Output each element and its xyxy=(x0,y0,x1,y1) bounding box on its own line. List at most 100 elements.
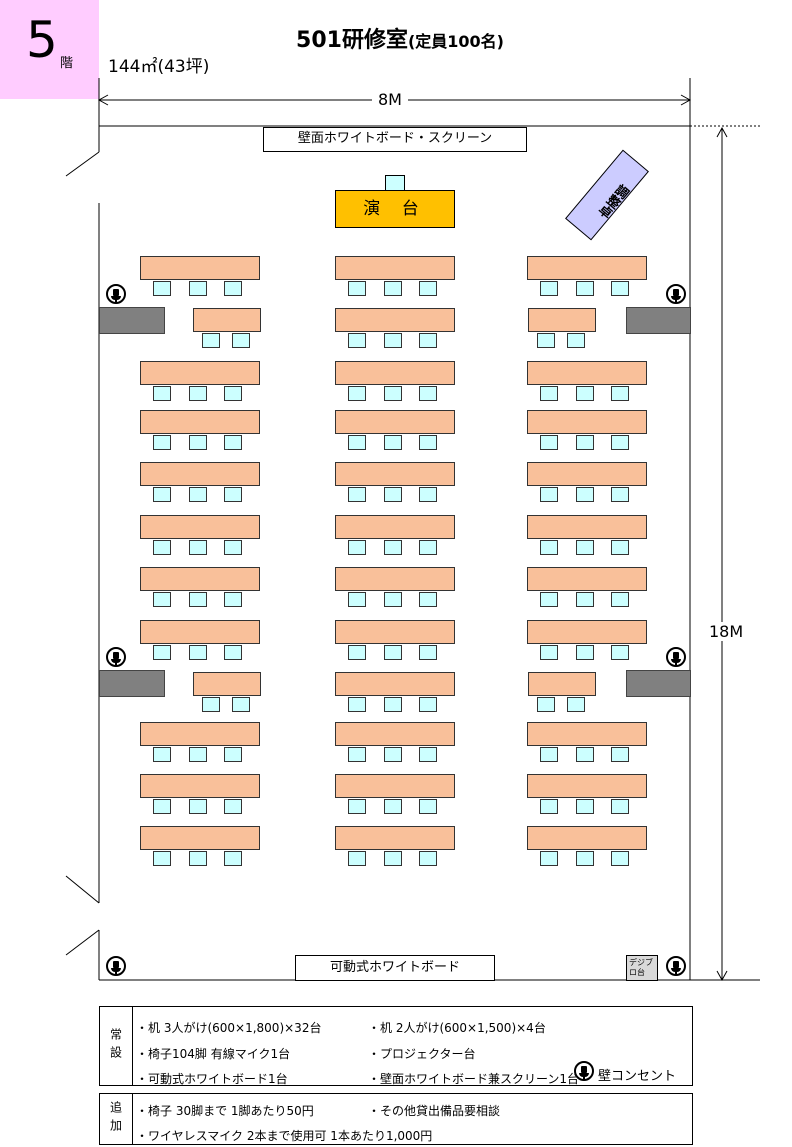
desk-three-seat xyxy=(335,308,455,332)
room-capacity: (定員100名) xyxy=(407,32,504,51)
chair xyxy=(540,386,558,401)
desk-three-seat xyxy=(140,256,260,280)
desk-three-seat xyxy=(335,722,455,746)
chair xyxy=(348,540,366,555)
digital-port: デジブロ台 xyxy=(626,955,658,981)
chair xyxy=(537,697,555,712)
additional-item: ・ワイヤレスマイク 2本まで使用可 1本あたり1,000円 xyxy=(136,1129,433,1143)
desk-two-seat xyxy=(193,672,261,696)
desk-three-seat xyxy=(527,722,647,746)
chair xyxy=(576,540,594,555)
chair xyxy=(348,487,366,502)
standard-item: ・机 3人がけ(600×1,800)×32台 xyxy=(136,1021,322,1035)
podium: 演 台 xyxy=(335,190,455,228)
pillar xyxy=(626,307,691,334)
chair xyxy=(224,645,242,660)
chair xyxy=(384,435,402,450)
chair xyxy=(576,799,594,814)
chair xyxy=(611,386,629,401)
chair xyxy=(189,799,207,814)
chair xyxy=(567,333,585,348)
chair xyxy=(611,645,629,660)
chair xyxy=(611,540,629,555)
desk-three-seat xyxy=(335,515,455,539)
outlet-legend-label: 壁コンセント xyxy=(598,1069,677,1084)
chair xyxy=(611,281,629,296)
outlet-icon xyxy=(666,956,686,976)
chair xyxy=(384,799,402,814)
desk-three-seat xyxy=(335,774,455,798)
chair xyxy=(611,747,629,762)
pillar xyxy=(99,670,165,697)
width-dimension: 8M xyxy=(372,90,408,109)
chair xyxy=(540,645,558,660)
desk-three-seat xyxy=(527,515,647,539)
chair xyxy=(384,281,402,296)
chair xyxy=(540,851,558,866)
chair xyxy=(153,747,171,762)
chair xyxy=(567,697,585,712)
chair xyxy=(384,645,402,660)
chair xyxy=(202,333,220,348)
desk-three-seat xyxy=(527,620,647,644)
chair xyxy=(224,487,242,502)
desk-three-seat xyxy=(527,774,647,798)
chair xyxy=(576,851,594,866)
chair xyxy=(189,487,207,502)
desk-two-seat xyxy=(528,672,596,696)
additional-equipment-table: 追加 ・椅子 30脚まで 1脚あたり50円 ・その他貸出備品要相談 ・ワイヤレス… xyxy=(99,1093,693,1145)
desk-three-seat xyxy=(335,567,455,591)
chair xyxy=(384,747,402,762)
chair xyxy=(348,851,366,866)
room-area: 144㎡(43坪) xyxy=(108,57,210,77)
standard-item: ・椅子104脚 有線マイク1台 xyxy=(136,1047,291,1061)
desk-three-seat xyxy=(140,410,260,434)
chair xyxy=(576,281,594,296)
chair xyxy=(153,281,171,296)
chair xyxy=(153,645,171,660)
chair xyxy=(419,747,437,762)
chair xyxy=(348,281,366,296)
chair xyxy=(419,435,437,450)
chair xyxy=(224,799,242,814)
chair xyxy=(540,435,558,450)
desk-three-seat xyxy=(335,410,455,434)
desk-three-seat xyxy=(335,256,455,280)
floor-badge: 5 階 xyxy=(0,0,99,99)
chair xyxy=(153,435,171,450)
chair xyxy=(189,592,207,607)
chair xyxy=(232,333,250,348)
chair xyxy=(153,799,171,814)
desk-three-seat xyxy=(140,462,260,486)
desk-three-seat xyxy=(140,361,260,385)
chair xyxy=(384,540,402,555)
chair xyxy=(348,386,366,401)
outlet-icon xyxy=(666,647,686,667)
chair xyxy=(611,592,629,607)
chair xyxy=(540,487,558,502)
chair xyxy=(611,851,629,866)
desk-three-seat xyxy=(527,361,647,385)
desk-three-seat xyxy=(527,567,647,591)
wall-whiteboard-screen: 壁面ホワイトボード・スクリーン xyxy=(263,127,527,152)
desk-three-seat xyxy=(335,462,455,486)
chair xyxy=(232,697,250,712)
depth-dimension: 18M xyxy=(703,622,750,641)
desk-two-seat xyxy=(528,308,596,332)
chair xyxy=(189,386,207,401)
chair xyxy=(153,540,171,555)
chair xyxy=(224,540,242,555)
chair xyxy=(419,487,437,502)
chair xyxy=(153,386,171,401)
chair xyxy=(384,697,402,712)
chair xyxy=(189,540,207,555)
chair xyxy=(540,747,558,762)
chair xyxy=(348,799,366,814)
desk-three-seat xyxy=(335,361,455,385)
outlet-icon xyxy=(106,956,126,976)
chair xyxy=(540,540,558,555)
outlet-icon xyxy=(106,284,126,304)
seating-layout xyxy=(140,256,647,866)
chair xyxy=(576,487,594,502)
chair xyxy=(348,333,366,348)
